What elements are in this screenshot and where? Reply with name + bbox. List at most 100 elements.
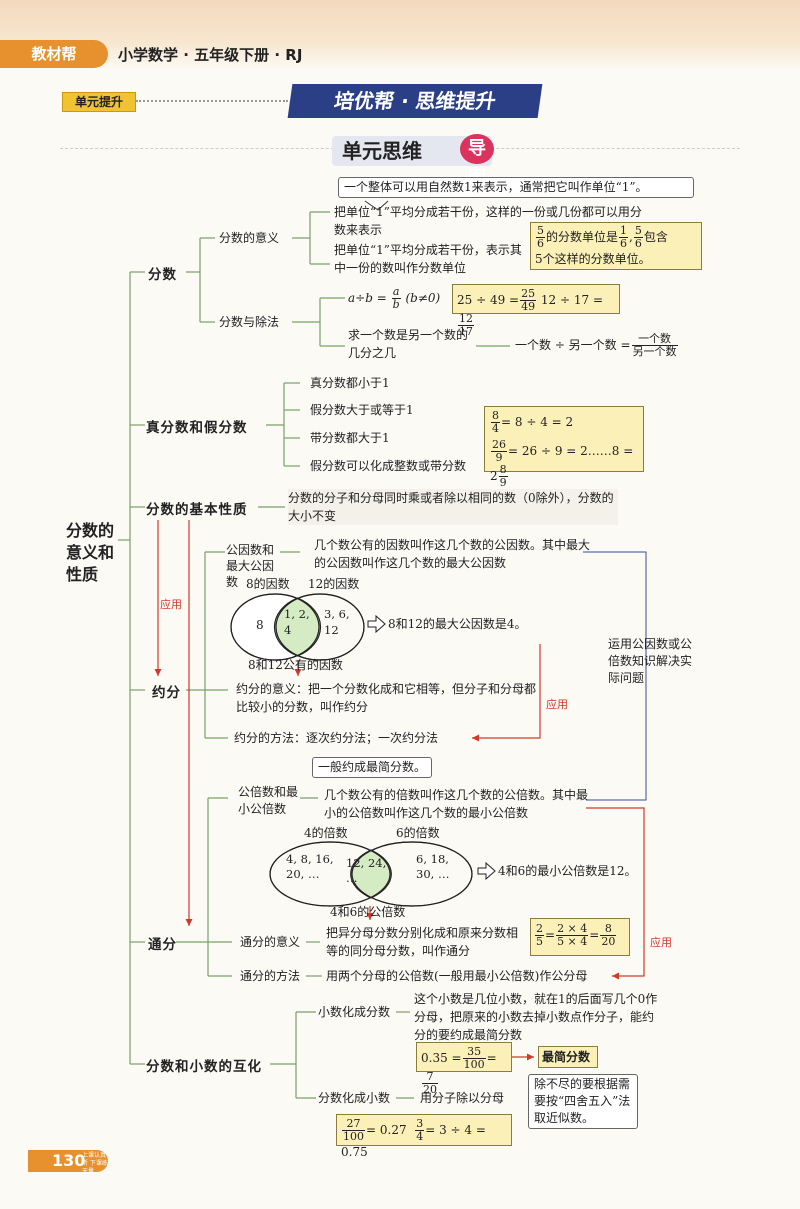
numerator: 26: [491, 438, 507, 452]
example-text: 25 ÷ 49 =: [457, 293, 520, 307]
example-text: 12 ÷ 17 =: [540, 293, 604, 307]
book-title: 小学数学 · 五年级下册 · RJ: [118, 46, 303, 64]
denominator: 5 × 4: [557, 935, 588, 948]
venn-left-only: 8: [256, 618, 264, 632]
venn-right-only: 3, 6, 12: [324, 607, 350, 637]
f2d-label: 分数化成小数: [318, 1091, 391, 1105]
numerator: 27: [342, 1118, 365, 1131]
denominator: 4: [416, 1130, 424, 1143]
proper-fraction-rule: 真分数都小于1: [310, 376, 390, 390]
node-fenshu-chufa: 分数与除法: [219, 315, 280, 329]
numerator: 一个数: [631, 333, 678, 346]
node-tongfen: 通分: [148, 937, 177, 953]
example-text: 5个这样的分数单位。: [535, 252, 651, 266]
denominator: 6: [537, 237, 544, 250]
numerator: 35: [462, 1046, 486, 1059]
gbs-label: 公倍数和最小公倍数: [238, 785, 299, 816]
denominator: 6: [620, 237, 628, 250]
numerator: 25: [520, 287, 537, 301]
numerator: 8: [600, 923, 617, 936]
formula-text: 一个数 ÷ 另一个数 =: [515, 338, 631, 352]
denominator: b: [392, 298, 400, 311]
node-xingzhi: 分数的基本性质: [146, 502, 248, 518]
fraction: 一个数另一个数: [631, 333, 678, 358]
tongfen-meaning-text: 把异分母分数分别化成和原来分数相等的同分母分数，叫作通分: [326, 926, 519, 958]
venn-left-title: 8的因数: [246, 577, 290, 591]
numerator: 2 × 4: [556, 922, 589, 936]
fraction-of-number-formula: 一个数 ÷ 另一个数 =一个数另一个数: [515, 333, 679, 358]
example-text: = 0.27: [366, 1123, 407, 1137]
example-text: 0.35 =: [421, 1051, 462, 1065]
denominator: 20: [423, 1083, 437, 1096]
divider: [136, 100, 288, 102]
root-label-line: 分数的: [66, 521, 115, 540]
denominator: 9: [495, 451, 503, 464]
venn-right-only: 6, 18, 30, …: [416, 852, 450, 881]
numerator: a: [391, 285, 401, 299]
d2f-label: 小数化成分数: [318, 1005, 391, 1019]
venn-common-label: 8和12公有的因数: [248, 658, 343, 672]
denominator: 100: [463, 1058, 485, 1071]
example-text: 包含: [643, 230, 668, 244]
basic-property-text: 分数的分子和分母同时乘或者除以相同的数（0除外），分数的大小不变: [288, 489, 618, 525]
unit-tag: 单元提升: [62, 92, 136, 112]
venn-result: 8和12的最大公因数是4。: [388, 617, 527, 631]
denominator: 49: [521, 300, 536, 313]
brand-tab: 教材帮: [0, 40, 108, 68]
practical-note: 运用公因数或公倍数知识解决实际问题: [608, 637, 693, 685]
venn-left-only: 4, 8, 16, 20, …: [286, 852, 334, 881]
yuefen-meaning: 约分的意义：把一个分数化成和它相等，但分子和分母都比较小的分数，叫作约分: [236, 682, 537, 714]
tongfen-method-label: 通分的方法: [240, 969, 301, 983]
venn-right-title: 6的倍数: [396, 826, 440, 840]
improper-conversion-rule: 假分数可以化成整数或带分数: [310, 459, 467, 473]
d2f-text: 这个小数是几位小数，就在1的后面写几个0作分母，把原来的小数去掉小数点作分子，能…: [414, 992, 658, 1042]
example-text: 的分数单位是: [546, 230, 619, 244]
fenshu-unit-definition: 把单位“1”平均分成若干份，表示其中一份的数叫作分数单位: [334, 243, 522, 275]
numerator: 5: [536, 224, 545, 238]
yuefen-method: 约分的方法：逐次约分法；一次约分法: [234, 731, 439, 745]
mixed-number-rule: 带分数都大于1: [310, 431, 390, 445]
venn-left-title: 4的倍数: [304, 826, 348, 840]
venn-common: 1, 2, 4: [284, 607, 310, 637]
numerator: 1: [619, 224, 629, 238]
f2d-text: 用分子除以分母: [420, 1091, 505, 1105]
d2f-result: 最简分数: [538, 1046, 598, 1068]
numerator: 12: [458, 312, 474, 326]
node-yuefen: 约分: [152, 685, 181, 701]
denominator: 20: [601, 935, 616, 948]
apply-label: 应用: [160, 598, 182, 611]
page-number: 130: [52, 1151, 86, 1170]
gys-label: 公因数和最大公因数: [226, 543, 275, 589]
unit-one-note: 一个整体可以用自然数1来表示，通常把它叫作单位“1”。: [338, 177, 694, 198]
example-text: = 8 ÷ 4 = 2: [501, 415, 574, 429]
improper-fraction-rule: 假分数大于或等于1: [310, 403, 414, 417]
denominator: 另一个数: [632, 345, 677, 358]
numerator: 8: [498, 463, 508, 477]
root-label-line: 意义和: [66, 543, 115, 562]
venn-common-label: 4和6的公倍数: [330, 905, 406, 919]
example-text: = 26 ÷ 9 = 2……8 = 2: [490, 444, 634, 483]
node-fenshu: 分数: [148, 267, 177, 283]
tongfen-meaning-label: 通分的意义: [240, 935, 301, 949]
